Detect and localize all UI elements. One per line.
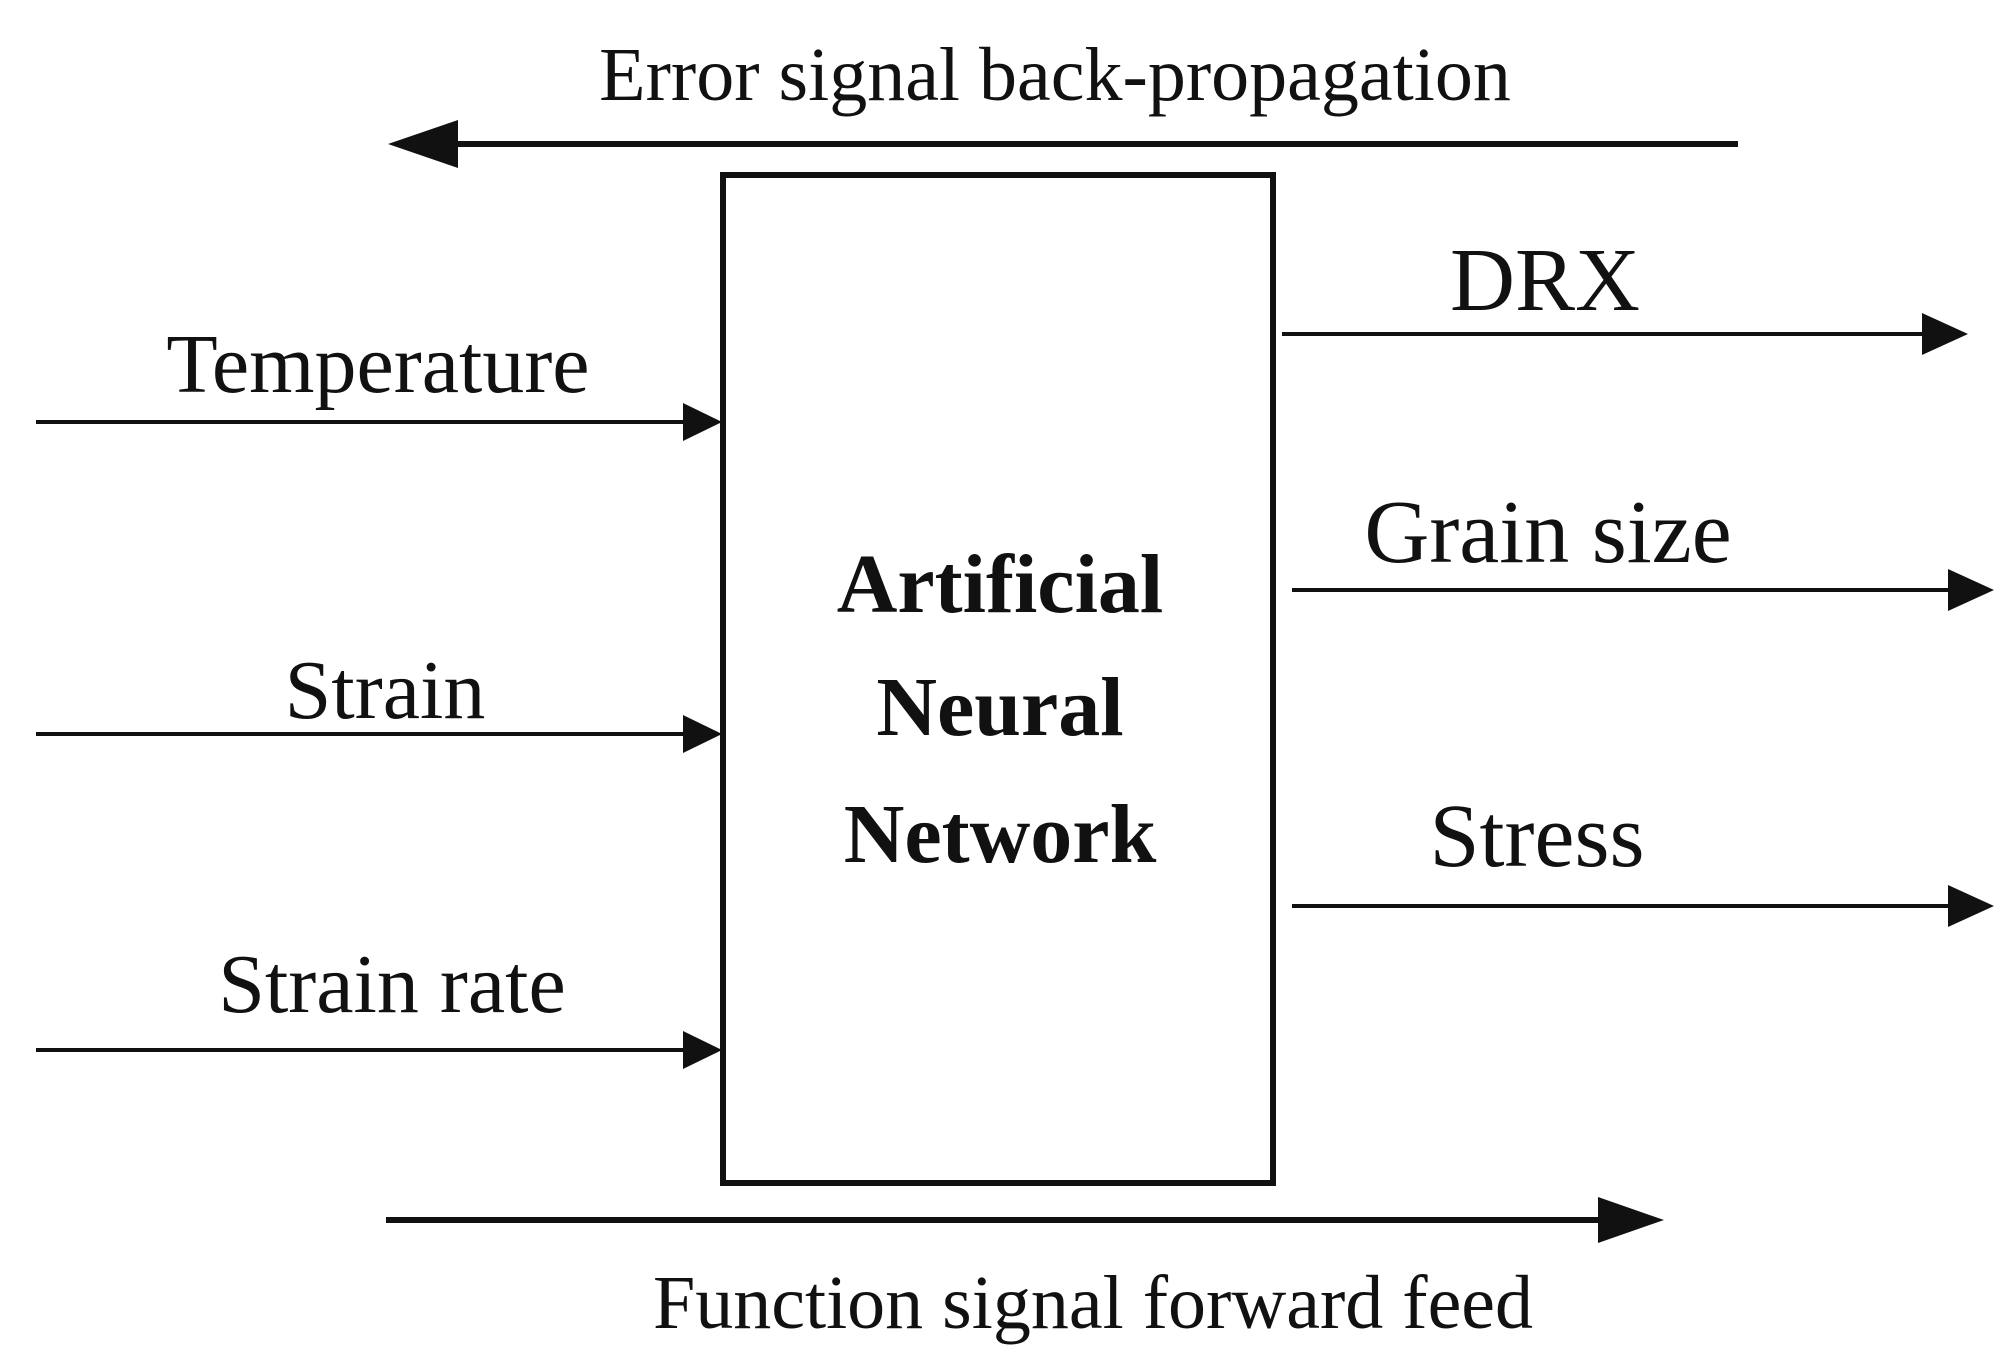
input-arrow-temperature-head bbox=[683, 403, 722, 441]
output-label-grain-size: Grain size bbox=[1364, 483, 1731, 582]
input-label-strain-rate: Strain rate bbox=[218, 938, 566, 1031]
ann-box-line2: Neural bbox=[876, 661, 1123, 754]
ann-box-line3: Network bbox=[844, 788, 1157, 881]
bottom-arrow-label: Function signal forward feed bbox=[653, 1261, 1533, 1345]
input-label-strain: Strain bbox=[285, 644, 486, 737]
forward-feed-arrow-head bbox=[1598, 1197, 1664, 1243]
output-label-stress: Stress bbox=[1429, 787, 1644, 886]
input-arrow-strain-head bbox=[683, 715, 722, 753]
output-arrow-stress-head bbox=[1948, 885, 1994, 927]
input-label-temperature: Temperature bbox=[166, 318, 589, 411]
output-arrow-grain-size-head bbox=[1948, 569, 1994, 611]
input-arrow-strain-rate-head bbox=[683, 1031, 722, 1069]
output-arrow-drx-head bbox=[1922, 313, 1968, 355]
ann-box-line1: Artificial bbox=[837, 538, 1164, 631]
output-label-drx: DRX bbox=[1450, 231, 1640, 330]
ann-box bbox=[720, 172, 1276, 1186]
error-backprop-arrow-head bbox=[388, 120, 458, 168]
top-arrow-label: Error signal back-propagation bbox=[599, 33, 1511, 117]
